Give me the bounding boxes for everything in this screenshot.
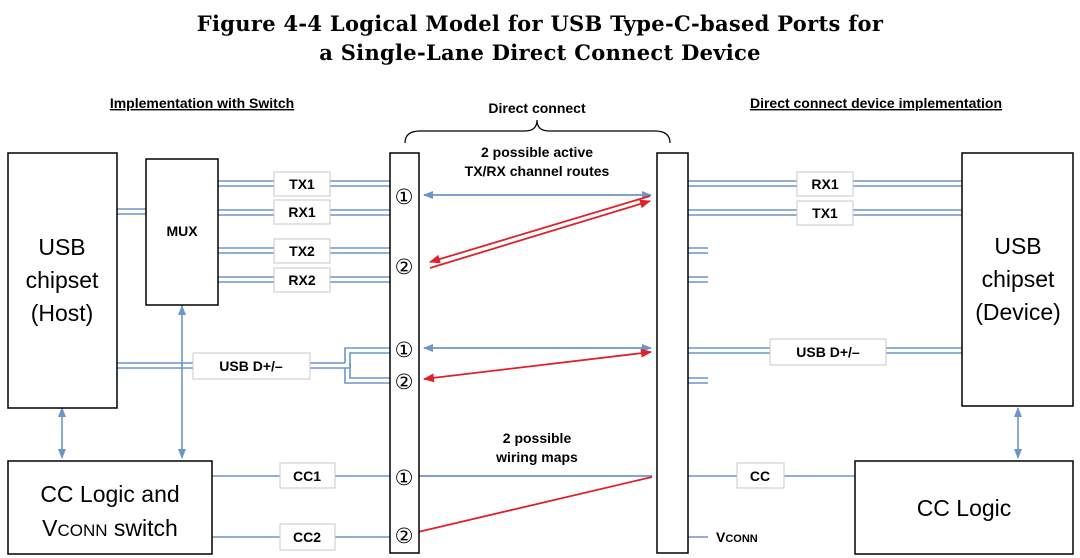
figure-title-line2: a Single-Lane Direct Connect Device xyxy=(319,40,761,65)
device-signal-tx1: TX1 xyxy=(812,205,838,221)
signal-label-boxes xyxy=(192,171,887,551)
device-cc-logic-label: CC Logic xyxy=(917,495,1012,521)
pin-number: ① xyxy=(395,338,414,362)
routes-annotation-line2: TX/RX channel routes xyxy=(465,163,610,179)
route-arrow-flipped xyxy=(429,195,651,269)
route-arrow-usb-flipped xyxy=(423,348,652,383)
wiring-maps-annotation-line1: 2 possible xyxy=(503,430,572,446)
signal-rx1: RX1 xyxy=(288,204,315,220)
header-direct-connect: Direct connect xyxy=(488,100,586,116)
host-chipset-label-line3: (Host) xyxy=(31,300,94,326)
device-plug-bar xyxy=(656,152,689,554)
pin-number: ① xyxy=(395,466,414,490)
cc-logic-label-line2: VCONN switch xyxy=(42,515,178,541)
device-usb-chipset-box xyxy=(961,152,1074,407)
pin-number: ② xyxy=(395,255,414,279)
header-implementation-with-switch: Implementation with Switch xyxy=(110,95,294,111)
device-signal-usb-d: USB D+/– xyxy=(796,344,860,360)
signal-tx2: TX2 xyxy=(289,243,315,259)
device-signal-cc: CC xyxy=(750,468,770,484)
cc-logic-label-line1: CC Logic and xyxy=(40,481,179,507)
wiring-map-cc2-flipped xyxy=(417,476,653,533)
mux-box xyxy=(145,158,219,306)
device-chipset-label-line3: (Device) xyxy=(975,299,1061,325)
figure-title-line1: Figure 4-4 Logical Model for USB Type-C-… xyxy=(196,11,884,36)
device-chipset-label-line2: chipset xyxy=(982,266,1055,292)
pin-number: ② xyxy=(395,370,414,394)
host-receptacle-bar xyxy=(389,152,420,554)
signal-cc1: CC1 xyxy=(293,468,321,484)
signal-cc2: CC2 xyxy=(293,529,321,545)
direct-connect-brace xyxy=(404,119,671,144)
host-usb-chipset-box xyxy=(7,152,118,409)
signal-rx2: RX2 xyxy=(288,272,315,288)
mux-label: MUX xyxy=(166,223,198,239)
host-chipset-label-line1: USB xyxy=(38,234,85,260)
signal-usb-d: USB D+/– xyxy=(219,358,283,374)
cc-logic-vconn-switch-box xyxy=(7,460,213,555)
device-chipset-label-line1: USB xyxy=(994,233,1041,259)
header-direct-connect-device-implementation: Direct connect device implementation xyxy=(750,95,1002,111)
routes-annotation-line1: 2 possible active xyxy=(481,144,593,160)
device-signal-rx1: RX1 xyxy=(811,176,838,192)
host-chipset-label-line2: chipset xyxy=(26,267,99,293)
signal-tx1: TX1 xyxy=(289,176,315,192)
device-signal-vconn: VCONN xyxy=(716,529,758,545)
wiring-maps-annotation-line2: wiring maps xyxy=(495,449,578,465)
pin-number: ① xyxy=(395,185,414,209)
control-arrows xyxy=(58,305,1022,459)
device-cc-logic-box xyxy=(854,460,1074,555)
pin-number: ② xyxy=(395,524,414,548)
